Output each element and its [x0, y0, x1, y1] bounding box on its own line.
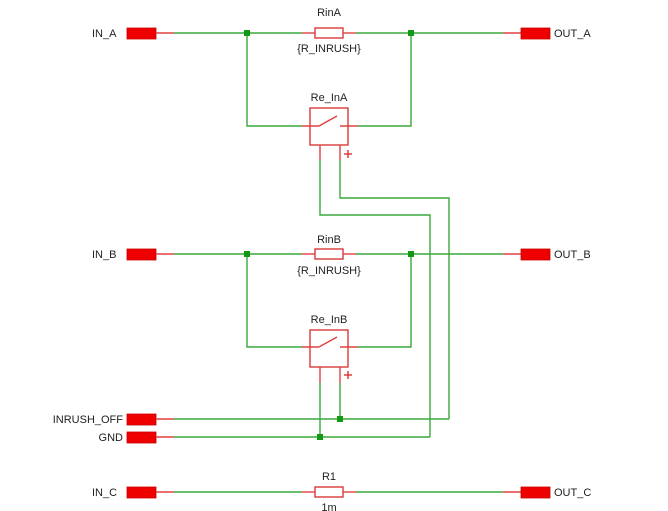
resistor-rina-name: RinA	[317, 7, 342, 19]
port-in-c[interactable]	[126, 486, 157, 499]
port-in-b[interactable]	[126, 248, 157, 261]
port-gnd[interactable]	[126, 431, 157, 444]
wire-bypass-a-right[interactable]	[358, 33, 412, 127]
port-in-a[interactable]	[126, 27, 157, 40]
resistor-r1-value: 1m	[321, 502, 336, 511]
relay-re-inb-plus-icon	[344, 371, 352, 379]
wire-bypass-b-left[interactable]	[246, 254, 302, 348]
wire-bypass-b-right[interactable]	[358, 254, 412, 348]
junction-b-right	[408, 251, 414, 257]
port-label-out-c: OUT_C	[554, 487, 591, 499]
relay-re-inb-switch-blade	[318, 336, 338, 348]
resistor-rina[interactable]	[314, 27, 344, 39]
wire-bypass-a-left[interactable]	[246, 33, 302, 127]
control-nets: INRUSH_OFF GND	[53, 413, 449, 444]
junction-a-right	[408, 30, 414, 36]
relay-re-inb-name: Re_InB	[311, 314, 348, 326]
resistor-r1-name: R1	[322, 471, 336, 483]
port-out-b[interactable]	[520, 248, 551, 261]
port-inrush-off[interactable]	[126, 413, 157, 426]
port-out-a[interactable]	[520, 27, 551, 40]
relay-re-ina[interactable]: Re_InA	[302, 92, 358, 160]
row-a: IN_A RinA {R_INRUSH} OUT_A Re_InA	[92, 7, 591, 160]
wire-re-ina-to-inrush-off[interactable]	[339, 160, 450, 419]
port-label-inrush-off: INRUSH_OFF	[53, 414, 124, 426]
port-label-in-b: IN_B	[92, 249, 116, 261]
port-label-in-a: IN_A	[92, 28, 117, 40]
resistor-r1[interactable]	[314, 486, 344, 498]
relay-re-ina-switch-blade	[318, 115, 338, 127]
relay-re-ina-name: Re_InA	[311, 92, 348, 104]
resistor-rinb-name: RinB	[317, 234, 341, 246]
relay-re-inb-body	[309, 329, 349, 368]
relay-re-ina-plus-icon	[344, 150, 352, 158]
row-b: IN_B RinB {R_INRUSH} OUT_B Re_InB	[92, 234, 591, 383]
resistor-rinb-value: {R_INRUSH}	[297, 265, 361, 277]
port-label-gnd: GND	[99, 432, 124, 444]
port-out-c[interactable]	[520, 486, 551, 499]
resistor-rinb[interactable]	[314, 248, 344, 260]
port-label-in-c: IN_C	[92, 487, 117, 499]
wire-re-ina-to-gnd[interactable]	[319, 160, 431, 437]
row-c: IN_C R1 1m OUT_C	[92, 471, 591, 511]
junction-a-left	[244, 30, 250, 36]
junction-inrush-off	[337, 416, 343, 422]
port-label-out-b: OUT_B	[554, 249, 591, 261]
relay-re-inb[interactable]: Re_InB	[302, 314, 358, 383]
junction-b-left	[244, 251, 250, 257]
port-label-out-a: OUT_A	[554, 28, 591, 40]
junction-gnd	[317, 434, 323, 440]
resistor-rina-value: {R_INRUSH}	[297, 43, 361, 55]
